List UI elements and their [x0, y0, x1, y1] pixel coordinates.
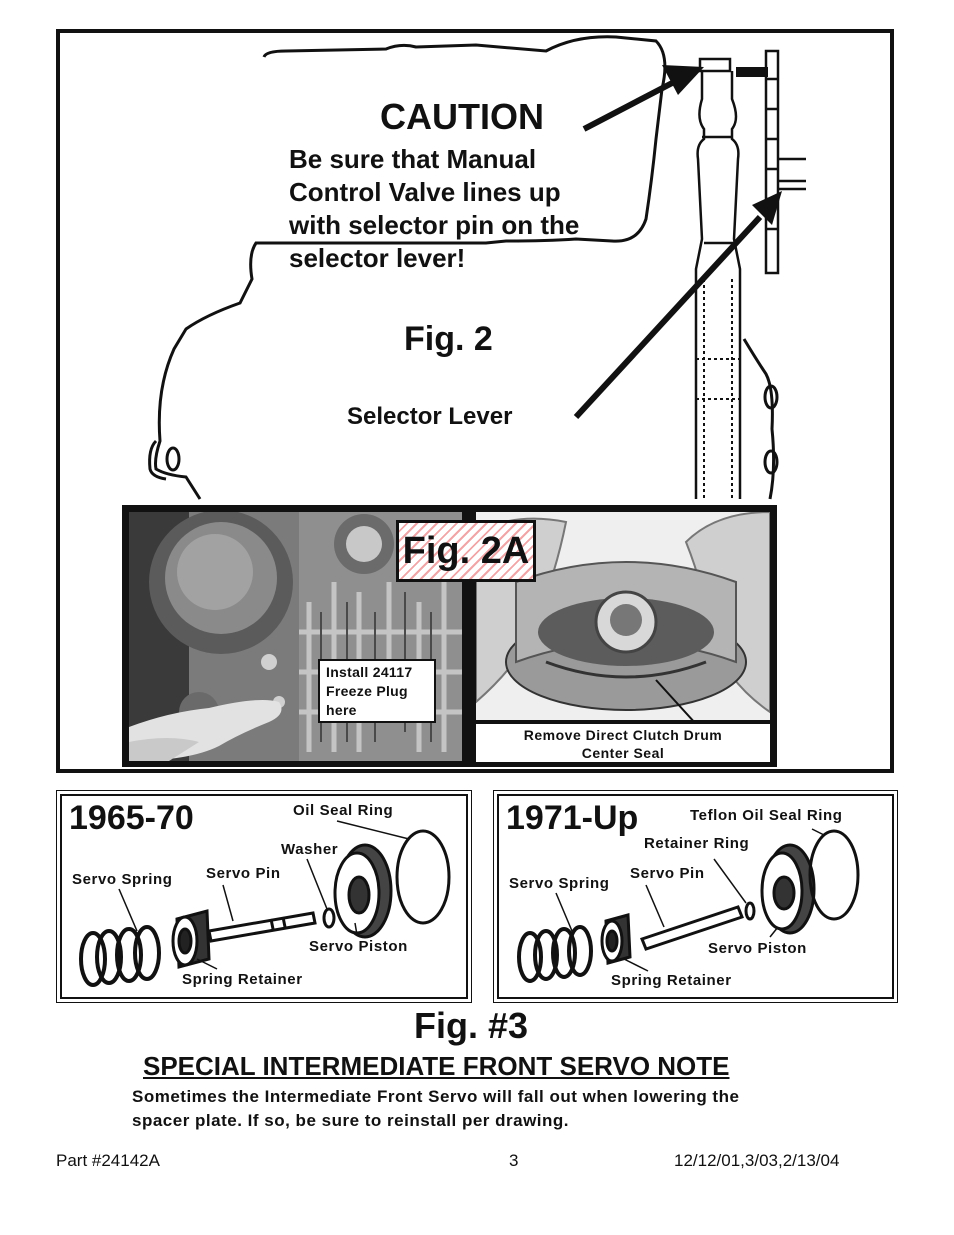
gasket-left-tab [148, 439, 167, 481]
spring-retainer-label: Spring Retainer [182, 971, 303, 988]
caution-line: Be sure that Manual [289, 144, 537, 174]
callout-line: Remove Direct Clutch Drum [523, 727, 723, 743]
fig3-label: Fig. #3 [414, 1005, 529, 1046]
selector-lever-arrow [573, 191, 782, 420]
servo-spring-label: Servo Spring [72, 871, 173, 888]
servo-piston [333, 843, 393, 939]
page-number: 3 [509, 1151, 519, 1170]
note-line: Sometimes the Intermediate Front Servo w… [132, 1087, 740, 1106]
gasket-outline [154, 35, 667, 500]
fig2-frame [56, 29, 894, 773]
spring-retainer [600, 913, 632, 965]
washer-label: Washer [281, 841, 339, 858]
caution-line: with selector pin on the [289, 210, 580, 240]
seal-pointer [655, 679, 694, 720]
teflon-oil-seal-ring-label: Teflon Oil Seal Ring [690, 807, 843, 824]
servo-spring-label: Servo Spring [509, 875, 610, 892]
servo-piston [760, 843, 816, 935]
panel-inner-border [497, 794, 894, 999]
servo-spring [517, 925, 593, 983]
panel-inner-border [60, 794, 468, 999]
callout-line: Center Seal [581, 745, 665, 761]
selector-pin [736, 67, 768, 77]
callout-line: here [326, 702, 357, 718]
bolt-hole-right-1 [763, 384, 779, 410]
servo-pin-label: Servo Pin [206, 865, 281, 882]
selector-lever [764, 49, 806, 275]
gasket-right-edge [742, 338, 776, 500]
caution-line: Control Valve lines up [289, 177, 561, 207]
teflon-oil-seal-ring [808, 829, 860, 921]
retainer-ring [744, 901, 756, 921]
fig2-label: Fig. 2 [404, 320, 493, 358]
callout-line: Freeze Plug [326, 683, 408, 699]
valve-body-drawing [148, 35, 806, 500]
oil-seal-ring-label: Oil Seal Ring [293, 802, 394, 819]
bolt-hole-left [165, 446, 181, 472]
selector-lever-label: Selector Lever [347, 403, 513, 430]
servo-piston-label: Servo Piston [708, 940, 807, 957]
part-number: Part #24142A [56, 1151, 160, 1170]
bolt-hole-right-2 [763, 449, 779, 475]
servo-1971-up-parts-drawing [517, 828, 860, 983]
servo-1971-up-panel: 1971-Up Teflon Oil Seal Ring Retainer Ri… [493, 790, 898, 1003]
oil-seal-ring [395, 829, 451, 925]
year-label: 1971-Up [506, 799, 639, 837]
servo-1965-70-panel: 1965-70 Oil Seal Ring Washer Servo Sprin… [56, 790, 472, 1003]
servo-1965-70-parts-drawing [79, 820, 451, 987]
retainer-ring-label: Retainer Ring [644, 835, 750, 852]
callout-line: Install 24117 [326, 664, 413, 680]
caution-title: CAUTION [380, 96, 544, 137]
servo-note-title: SPECIAL INTERMEDIATE FRONT SERVO NOTE [143, 1051, 730, 1081]
servo-spring [79, 925, 161, 987]
servo-pin [207, 911, 317, 943]
spring-retainer-label: Spring Retainer [611, 972, 732, 989]
caution-line: selector lever! [289, 243, 466, 273]
freeze-plug-callout: Install 24117 Freeze Plug here [318, 659, 436, 723]
servo-pin [640, 905, 744, 951]
manual-valve [694, 57, 742, 499]
revision-dates: 12/12/01,3/03,2/13/04 [674, 1151, 840, 1170]
year-label: 1965-70 [69, 799, 194, 837]
servo-note-body: Sometimes the Intermediate Front Servo w… [132, 1085, 852, 1133]
servo-piston-label: Servo Piston [309, 938, 408, 955]
caution-body: Be sure that Manual Control Valve lines … [289, 143, 649, 275]
note-line: spacer plate. If so, be sure to reinstal… [132, 1111, 570, 1130]
washer [322, 907, 336, 929]
fig2a-label: Fig. 2A [396, 520, 536, 582]
center-seal-callout: Remove Direct Clutch Drum Center Seal [476, 724, 770, 762]
servo-pin-label: Servo Pin [630, 865, 705, 882]
caution-arrow [582, 65, 704, 132]
spring-retainer [171, 909, 211, 969]
